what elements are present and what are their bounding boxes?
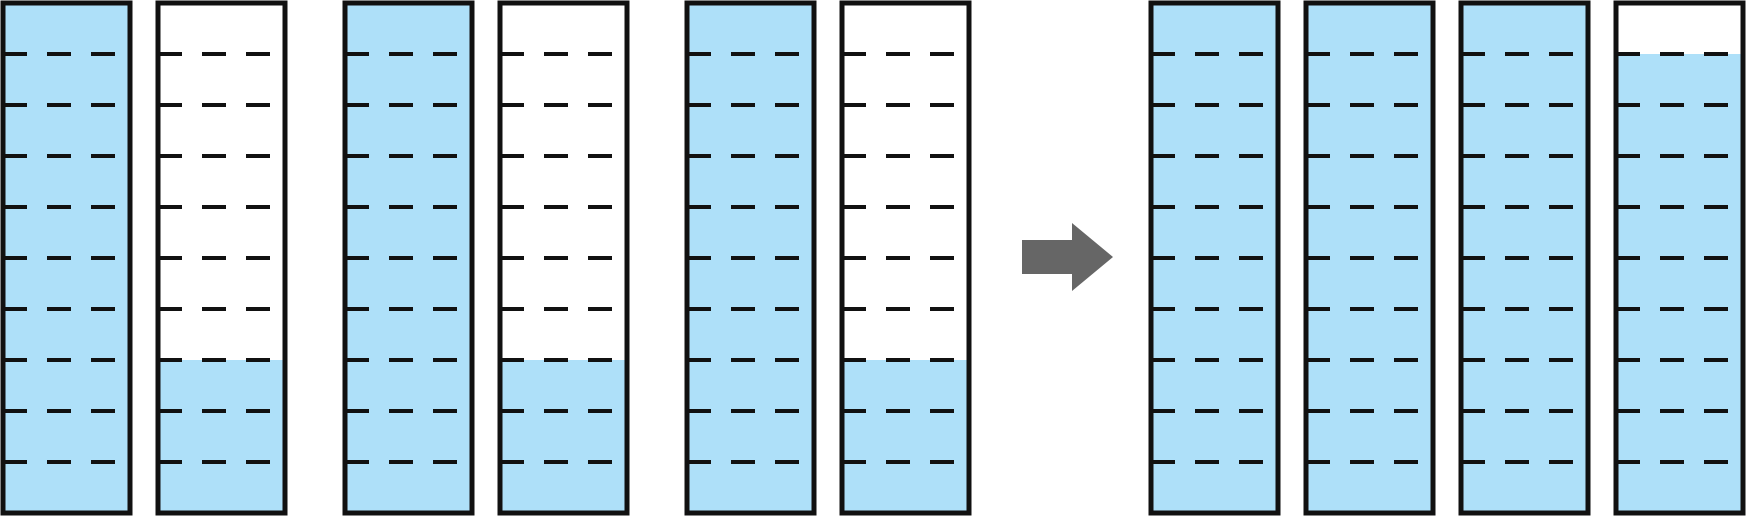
bar-outline	[1148, 0, 1281, 516]
bar-fill	[158, 360, 285, 513]
bar-fill	[1616, 54, 1743, 513]
before-bar-6	[839, 0, 972, 516]
right-arrow-icon	[1022, 223, 1113, 291]
bar-outline	[497, 0, 630, 516]
before-bar-5	[684, 0, 817, 516]
bar-fill	[842, 360, 969, 513]
after-bar-3	[1458, 0, 1591, 516]
bar-outline	[0, 0, 133, 516]
bar-outline	[155, 0, 288, 516]
after-bar-4	[1613, 0, 1746, 516]
arrow-group	[1022, 223, 1113, 291]
bar-outline	[1303, 0, 1436, 516]
after-bars-group	[1148, 0, 1746, 516]
before-bar-1	[0, 0, 133, 516]
before-bar-3	[342, 0, 475, 516]
after-bar-1	[1148, 0, 1281, 516]
bar-outline	[1458, 0, 1591, 516]
bar-fill	[500, 360, 627, 513]
bar-outline	[684, 0, 817, 516]
after-bar-2	[1303, 0, 1436, 516]
before-bar-2	[155, 0, 288, 516]
bar-outline	[342, 0, 475, 516]
bar-outline	[1613, 0, 1746, 516]
before-bar-4	[497, 0, 630, 516]
before-bars-group	[0, 0, 972, 516]
bar-outline	[839, 0, 972, 516]
